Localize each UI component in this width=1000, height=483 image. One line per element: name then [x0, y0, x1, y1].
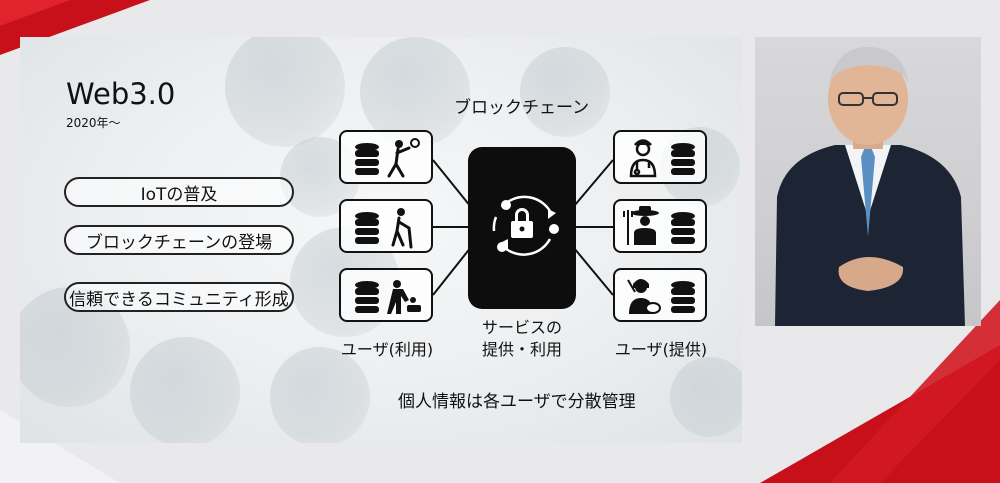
doctor-icon: [629, 139, 657, 178]
lock-icon: [511, 208, 533, 238]
speaker-figure: [775, 47, 965, 326]
left-user-box-elderly: [339, 199, 433, 253]
farmer-icon: [623, 206, 659, 245]
right-user-box-artist: [613, 268, 707, 322]
blockchain-title: ブロックチェーン: [454, 98, 590, 118]
artist-icon: [627, 279, 661, 314]
left-user-box-parent: [339, 268, 433, 322]
slide-content: Web3.0 2020年〜 IoTの普及 ブロックチェーンの登場 信頼できるコミ…: [20, 37, 742, 443]
decorative-photo-circle: [130, 337, 240, 443]
parent-baby-icon: [387, 280, 421, 314]
pill-community: 信頼できるコミュニティ形成: [64, 282, 294, 312]
left-caption: ユーザ(利用): [340, 340, 434, 359]
right-caption: ユーザ(提供): [614, 340, 708, 359]
service-box: [468, 147, 576, 309]
slide-title: Web3.0: [66, 77, 176, 111]
center-caption-line1: サービスの: [481, 318, 562, 337]
tennis-player-icon: [387, 138, 420, 178]
right-user-box-farmer: [613, 199, 707, 253]
database-icon: [355, 143, 379, 175]
center-caption: サービスの 提供・利用: [468, 317, 576, 361]
footer-note: 個人情報は各ユーザで分散管理: [398, 392, 636, 412]
pill-blockchain: ブロックチェーンの登場: [64, 225, 294, 255]
decorative-photo-circle: [270, 347, 370, 443]
decorative-photo-circle: [225, 37, 345, 147]
center-caption-line2: 提供・利用: [481, 340, 562, 359]
decorative-photo-circle: [360, 37, 470, 147]
decorative-photo-circle: [670, 357, 742, 437]
elderly-person-icon: [391, 208, 413, 249]
decorative-photo-circle: [520, 47, 610, 137]
pill-iot: IoTの普及: [64, 177, 294, 207]
speaker-video-panel: [755, 37, 981, 326]
right-user-box-doctor: [613, 130, 707, 184]
slide-subtitle: 2020年〜: [66, 116, 121, 130]
left-user-box-tennis: [339, 130, 433, 184]
